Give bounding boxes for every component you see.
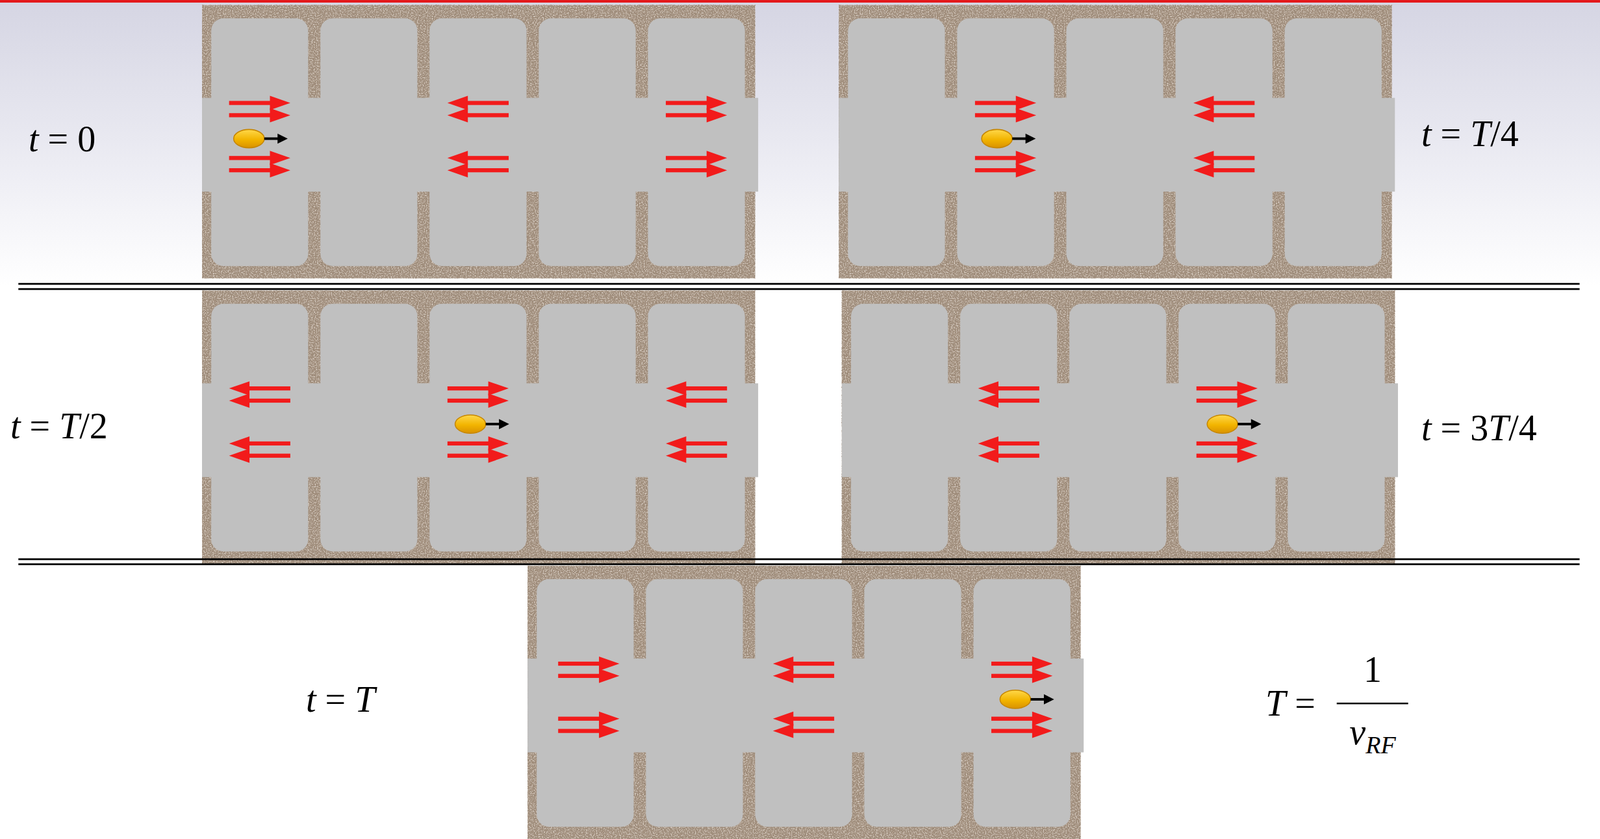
time-label: t = 3T/4 (1421, 407, 1537, 449)
top-bar (0, 0, 1600, 3)
field-arrow (558, 656, 620, 739)
field-arrow (978, 381, 1040, 464)
label-box: t = 3T/4 (1421, 408, 1537, 449)
cavity-panel (527, 565, 1084, 839)
cavity-panel (202, 5, 759, 279)
time-label: T = (1265, 683, 1316, 724)
label-box: 1 (1363, 650, 1382, 691)
time-label: ν (1349, 711, 1366, 753)
label-box: t = T/2 (10, 406, 108, 447)
particle-bunch (233, 129, 288, 148)
separator (18, 283, 1580, 565)
label-box: T = (1265, 684, 1316, 725)
time-label: t = T/2 (10, 406, 108, 447)
label-box: t = T/4 (1421, 114, 1519, 155)
time-label: t = T (305, 679, 375, 720)
field-arrow (1193, 96, 1255, 178)
particle-bunch (1206, 415, 1261, 434)
field-arrow (447, 381, 509, 464)
field-arrow (229, 381, 291, 464)
field-arrow (975, 96, 1037, 178)
field-arrow (229, 96, 291, 178)
time-label: 1 (1363, 649, 1382, 690)
fraction-bar (1336, 702, 1409, 705)
field-arrow (447, 96, 509, 178)
particle-bunch (999, 690, 1054, 709)
cavity-panel (202, 290, 759, 564)
time-label: t = 0 (28, 118, 96, 160)
time-label: t = T/4 (1421, 113, 1519, 154)
label-box: t = T (305, 680, 375, 721)
particle-bunch (455, 415, 510, 434)
cavity-panel (841, 290, 1398, 564)
label-box: t = 0 (28, 119, 96, 160)
subscript-label: RF (1365, 731, 1396, 759)
particle-bunch (981, 129, 1036, 148)
field-arrow (665, 96, 727, 178)
cavity-panel (838, 5, 1395, 279)
field-arrow (665, 381, 727, 464)
field-arrow (773, 656, 835, 739)
label-box: νRF (1349, 712, 1396, 753)
